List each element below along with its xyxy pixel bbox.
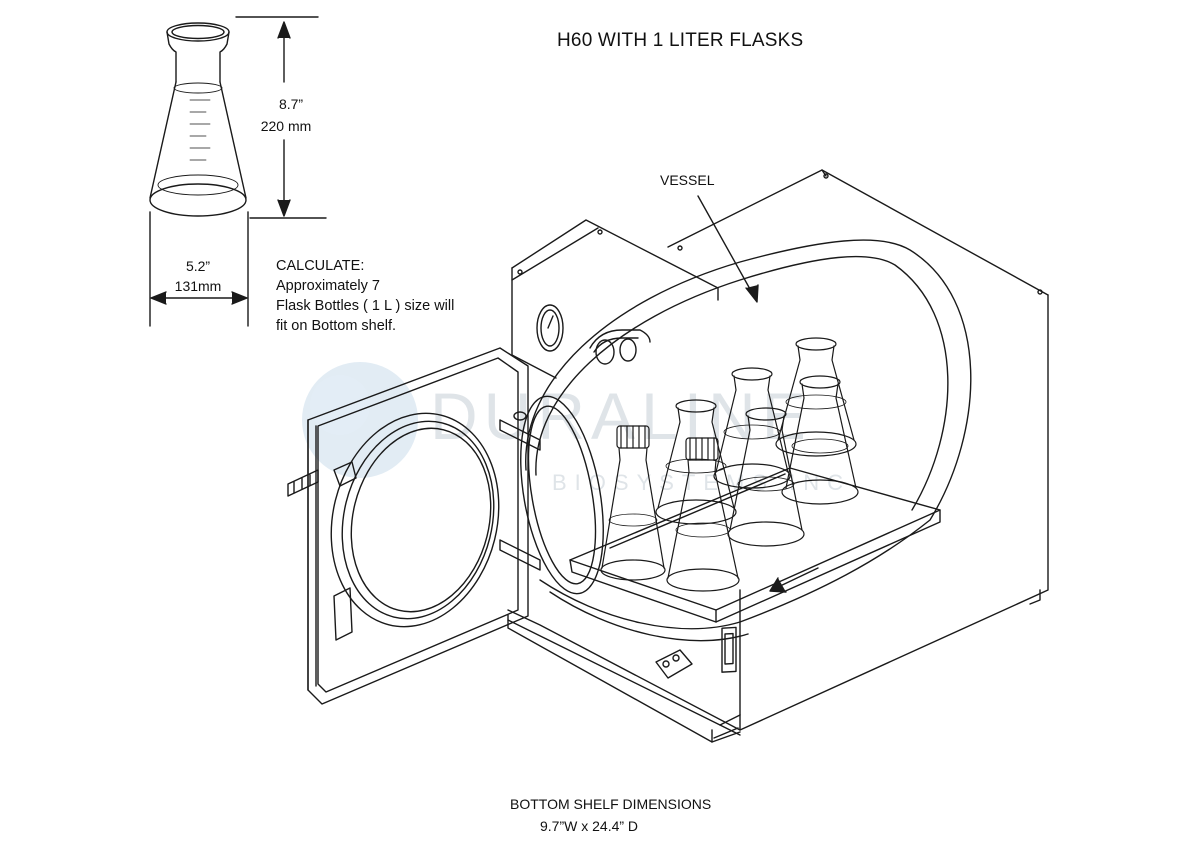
- shelf-flask: [666, 437, 740, 592]
- autoclave-body: [507, 169, 1049, 736]
- vessel-chamber: [520, 195, 972, 642]
- bottom-shelf-heading: BOTTOM SHELF DIMENSIONS: [510, 796, 712, 812]
- flask-width-inch: 5.2”: [185, 258, 211, 274]
- calculate-line: Flask Bottles ( 1 L ) size will: [276, 298, 455, 314]
- shelf-flasks: [600, 337, 859, 592]
- vessel-label: VESSEL: [660, 172, 715, 188]
- drip-tray: [507, 614, 741, 743]
- height-dimension: [235, 16, 327, 219]
- shelf-flask: [655, 399, 737, 525]
- flask-width-mm: 131mm: [174, 278, 222, 294]
- shelf-flask: [600, 425, 666, 581]
- width-dimension: [149, 211, 249, 327]
- open-door: [287, 347, 541, 705]
- flask-height-mm: 220 mm: [260, 118, 312, 134]
- calculate-line: fit on Bottom shelf.: [276, 318, 397, 334]
- diagram-title: H60 WITH 1 LITER FLASKS: [557, 30, 804, 51]
- calculate-heading: CALCULATE:: [276, 258, 365, 274]
- flask-height-inch: 8.7”: [278, 96, 304, 112]
- watermark-text: DURALINE: [430, 379, 812, 453]
- bottom-shelf: [569, 467, 941, 623]
- flask-illustration: [149, 22, 247, 217]
- shelf-flask: [727, 407, 805, 547]
- calculate-line: Approximately 7: [276, 278, 380, 294]
- shelf-flask: [775, 337, 857, 457]
- shelf-flask: [781, 375, 859, 505]
- bottom-shelf-dimensions: 9.7”W x 24.4” D: [540, 818, 639, 834]
- shelf-flask: [713, 367, 791, 489]
